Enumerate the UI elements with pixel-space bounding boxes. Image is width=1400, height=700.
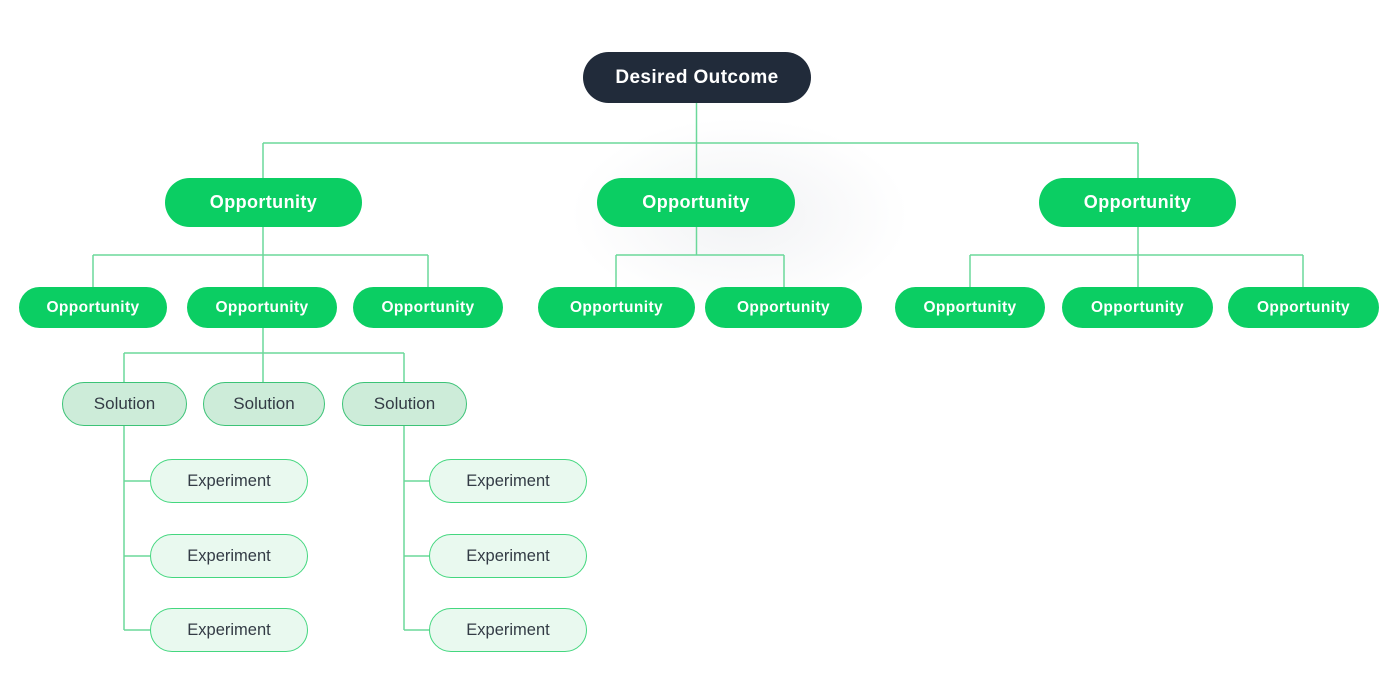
opportunity-l2-middle: Opportunity: [597, 178, 795, 227]
experiment-node-left-2: Experiment: [150, 534, 308, 578]
experiment-node-right-1: Experiment: [429, 459, 587, 503]
opportunity-l3-right-2: Opportunity: [1062, 287, 1213, 328]
solution-node-3: Solution: [342, 382, 467, 426]
opportunity-l3-left-1: Opportunity: [19, 287, 167, 328]
opportunity-l2-right: Opportunity: [1039, 178, 1236, 227]
experiment-node-right-3: Experiment: [429, 608, 587, 652]
experiment-node-left-1: Experiment: [150, 459, 308, 503]
opportunity-l3-middle-1: Opportunity: [538, 287, 695, 328]
connector-edges: [92, 103, 1304, 631]
opportunity-l3-right-3: Opportunity: [1228, 287, 1379, 328]
desired-outcome-node: Desired Outcome: [583, 52, 811, 103]
opportunity-l3-left-2: Opportunity: [187, 287, 337, 328]
experiment-node-left-3: Experiment: [150, 608, 308, 652]
solution-node-2: Solution: [203, 382, 325, 426]
opportunity-l3-right-1: Opportunity: [895, 287, 1045, 328]
solution-node-1: Solution: [62, 382, 187, 426]
opportunity-l2-left: Opportunity: [165, 178, 362, 227]
opportunity-l3-middle-2: Opportunity: [705, 287, 862, 328]
opportunity-l3-left-3: Opportunity: [353, 287, 503, 328]
experiment-node-right-2: Experiment: [429, 534, 587, 578]
